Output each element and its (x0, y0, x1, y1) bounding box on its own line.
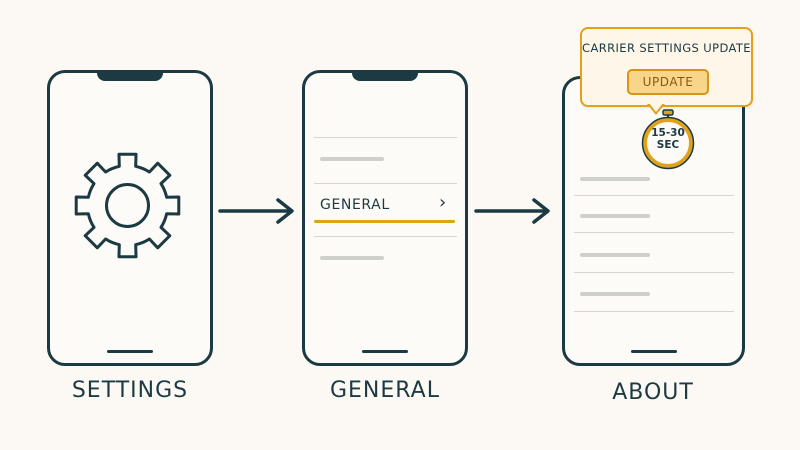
list-item-placeholder (320, 157, 384, 161)
list-item-general[interactable]: GENERAL (320, 197, 390, 213)
list-divider (574, 232, 734, 233)
list-divider (574, 311, 734, 312)
timer-duration: 15-30 SEC (640, 127, 696, 151)
list-divider (314, 236, 457, 237)
list-item-placeholder (320, 256, 384, 260)
step-caption-general: GENERAL (329, 378, 440, 403)
list-divider (574, 195, 734, 196)
list-divider (314, 137, 457, 138)
list-divider (314, 183, 457, 184)
carrier-update-popup: CARRIER SETTINGS UPDATE UPDATE (580, 27, 753, 107)
list-item-placeholder (580, 292, 650, 296)
chevron-right-icon: › (439, 192, 447, 213)
arrow-right-icon (218, 198, 294, 224)
update-button[interactable]: UPDATE (627, 69, 709, 95)
home-indicator (107, 350, 153, 353)
home-indicator (362, 350, 408, 353)
stopwatch-icon (641, 109, 695, 170)
list-item-placeholder (580, 177, 650, 181)
popup-title: CARRIER SETTINGS UPDATE (582, 41, 751, 55)
timer-unit: SEC (656, 139, 680, 151)
phone-notch (352, 71, 418, 81)
phone-notch (97, 71, 163, 81)
phone-general (302, 70, 468, 366)
timer-value: 15-30 (651, 127, 685, 139)
gear-icon (74, 152, 181, 259)
phone-settings (47, 70, 213, 366)
arrow-right-icon (474, 198, 550, 224)
list-item-placeholder (580, 214, 650, 218)
step-caption-about: ABOUT (612, 380, 694, 405)
step-caption-settings: SETTINGS (71, 378, 189, 403)
list-divider (574, 272, 734, 273)
popup-tail-fill (649, 103, 663, 112)
home-indicator (630, 350, 677, 353)
list-item-placeholder (580, 253, 650, 257)
selection-highlight (314, 220, 455, 223)
